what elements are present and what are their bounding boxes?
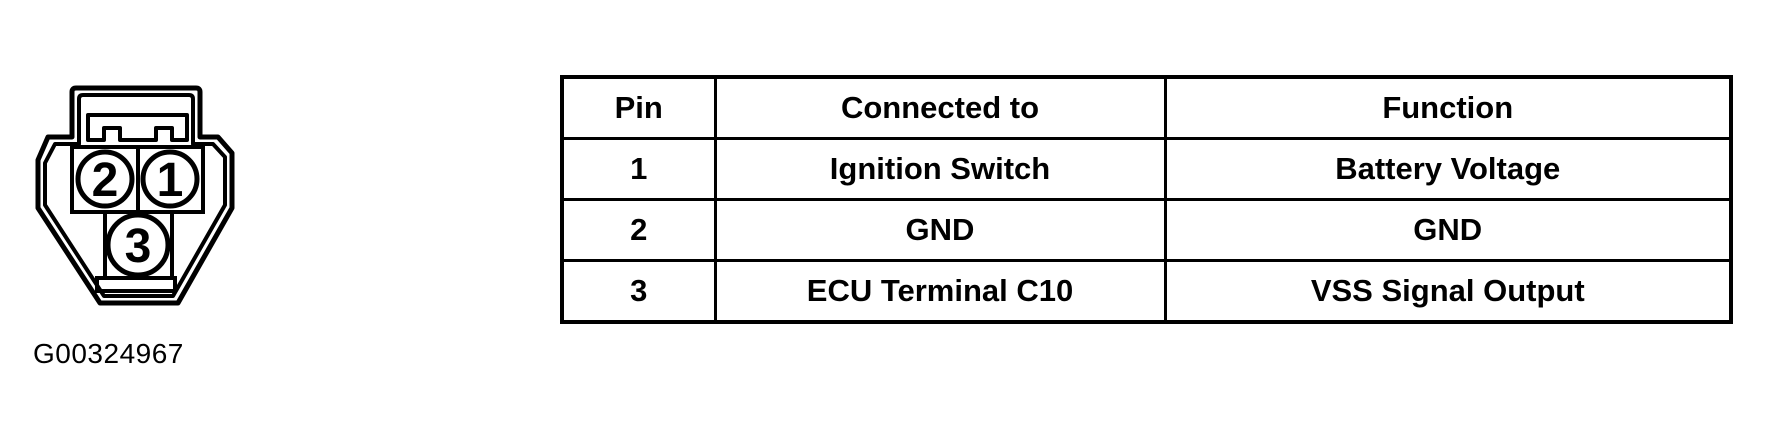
pin3-base-strip bbox=[95, 276, 177, 293]
cell-function: Battery Voltage bbox=[1163, 137, 1733, 201]
cell-function: GND bbox=[1163, 198, 1733, 262]
figure-id-caption: G00324967 bbox=[33, 338, 184, 369]
pin1-terminal bbox=[140, 149, 200, 209]
pin2-terminal bbox=[75, 149, 135, 209]
column-header-function: Function bbox=[1163, 75, 1733, 140]
pin3-number: 3 bbox=[125, 220, 152, 273]
pinout-table: Pin Connected to Function 1 Ignition Swi… bbox=[560, 75, 1733, 324]
pin3-terminal bbox=[105, 212, 171, 278]
cell-pin: 2 bbox=[560, 198, 717, 262]
column-header-connected-to: Connected to bbox=[713, 75, 1167, 140]
table-row-pin2: 2 GND GND bbox=[560, 198, 1733, 262]
connector-outer-outline bbox=[35, 85, 235, 306]
pin1-number: 1 bbox=[157, 154, 184, 207]
table-row-pin3: 3 ECU Terminal C10 VSS Signal Output bbox=[560, 259, 1733, 324]
cell-connected-to: ECU Terminal C10 bbox=[713, 259, 1167, 324]
cell-pin: 3 bbox=[560, 259, 717, 324]
table-row-pin1: 1 Ignition Switch Battery Voltage bbox=[560, 137, 1733, 201]
connector-inner-outline bbox=[43, 93, 227, 298]
pin2-number: 2 bbox=[92, 154, 119, 207]
connector-diagram: 2 1 3 bbox=[30, 75, 260, 325]
connector-3pin-icon: 2 1 3 bbox=[35, 85, 235, 306]
cell-pin: 1 bbox=[560, 137, 717, 201]
connector-key-slot bbox=[86, 113, 189, 142]
cell-function: VSS Signal Output bbox=[1163, 259, 1733, 324]
cell-connected-to: GND bbox=[713, 198, 1167, 262]
table-header-row: Pin Connected to Function bbox=[560, 75, 1733, 140]
cell-connected-to: Ignition Switch bbox=[713, 137, 1167, 201]
column-header-pin: Pin bbox=[560, 75, 717, 140]
